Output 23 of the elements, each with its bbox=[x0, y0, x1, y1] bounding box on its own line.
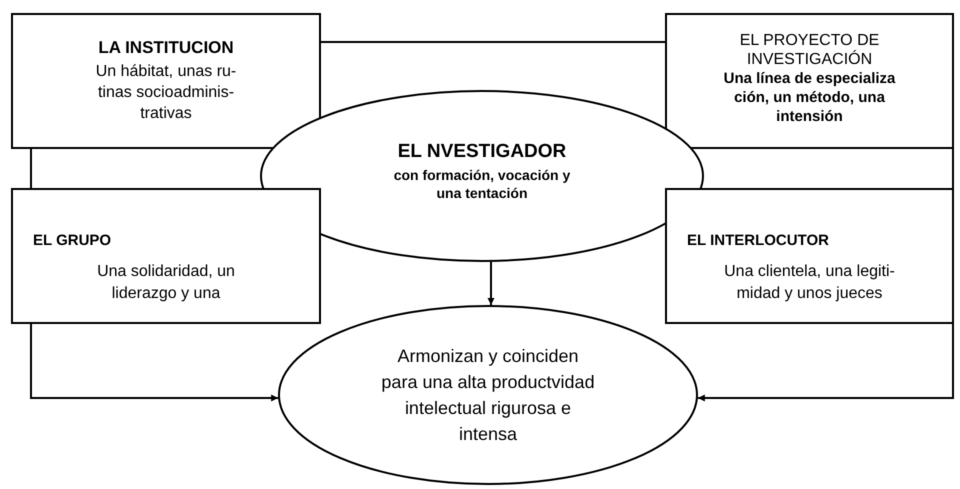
text-box bbox=[11, 188, 321, 324]
node-text: Un hábitat, unas ru- tinas socioadminis- trativas bbox=[94, 62, 238, 124]
connector-line bbox=[321, 41, 665, 43]
node-text: Una solidaridad, un liderazgo y una bbox=[96, 262, 236, 304]
text-box bbox=[11, 13, 321, 149]
node-title: EL GRUPO bbox=[33, 231, 112, 251]
node-title: EL NVESTIGADOR bbox=[398, 140, 566, 164]
node-title: EL INTERLOCUTOR bbox=[687, 231, 829, 251]
ellipse-node bbox=[278, 305, 698, 485]
node-title: LA INSTITUCION bbox=[98, 37, 234, 59]
arrow bbox=[488, 262, 494, 305]
text-box bbox=[665, 188, 954, 324]
ellipse-node bbox=[260, 90, 704, 262]
connector-line bbox=[952, 149, 954, 188]
node-text: Una línea de especializa ción, un método, una intensión bbox=[722, 69, 896, 126]
node-text: Una clientela, una legiti- midad y unos jueces bbox=[723, 262, 896, 304]
arrow bbox=[698, 324, 954, 402]
text-box bbox=[665, 13, 954, 149]
node-text: Armonizan y coinciden para una alta productvidad intelectual rigurosa e intensa bbox=[380, 345, 596, 446]
connector-line bbox=[30, 149, 32, 188]
node-text: con formación, vocación y una tentación bbox=[392, 166, 572, 202]
arrow bbox=[30, 324, 278, 402]
node-title: EL PROYECTO DE INVESTIGACIÓN bbox=[738, 31, 880, 69]
